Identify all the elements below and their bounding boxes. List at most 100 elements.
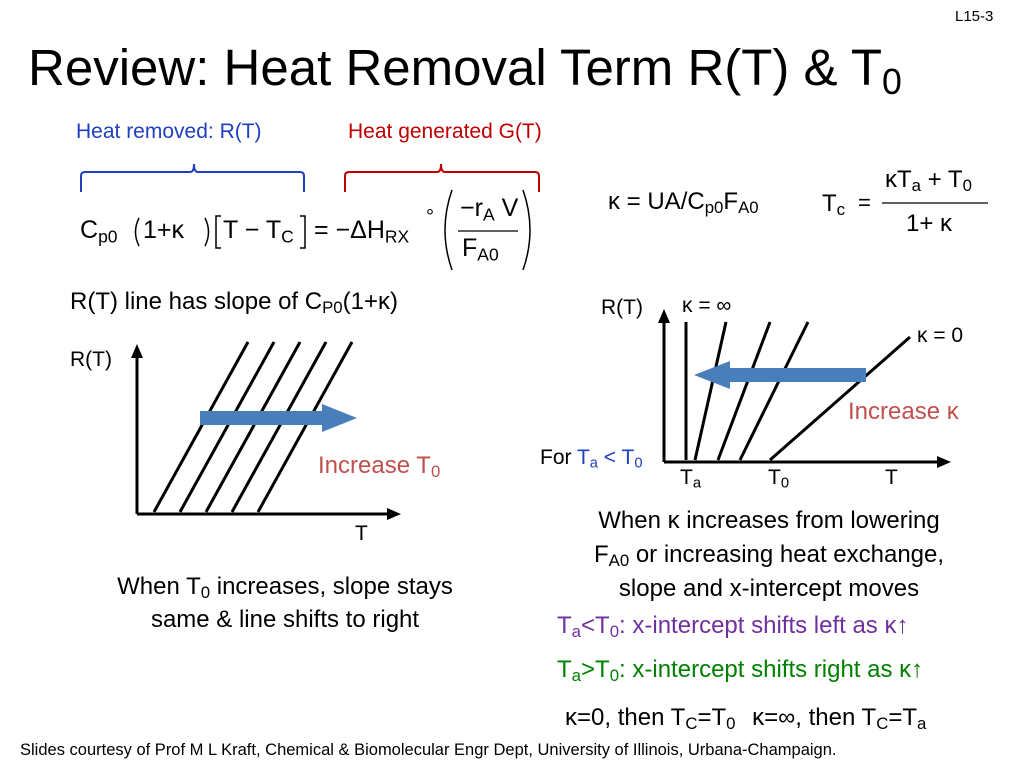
eq-num-main: −r — [460, 194, 483, 222]
tc-lhs-sub: c — [836, 200, 846, 220]
ta-greater-than-t0-note: Ta>T0: x-intercept shifts right as κ↑ — [557, 656, 923, 684]
left-plot-note: When T0 increases, slope stays same & li… — [60, 570, 510, 636]
ta-lt-tail: : x-intercept shifts left as κ↑ — [619, 612, 909, 639]
condition-prefix: For — [540, 446, 577, 469]
limit1-sub-0: 0 — [726, 714, 736, 734]
right-plot-y-label: R(T) — [601, 296, 643, 319]
tc-denominator: 1+ κ — [906, 210, 953, 237]
kappa-def-fa0-main: F — [723, 188, 739, 215]
tick-label-t: T — [885, 466, 898, 489]
eq-t-minus-tc: T − TC — [223, 216, 294, 245]
kappa-def-fa0-sub: A0 — [738, 198, 759, 218]
tick-label-t0: T0 — [768, 466, 789, 492]
eq-paren-right — [204, 217, 210, 247]
left-note-line2: same & line shifts to right — [150, 606, 420, 633]
eq-one-plus-kappa: 1+κ — [143, 216, 185, 244]
left-note-line1-tail: increases, slope stays — [210, 573, 453, 600]
left-plot-lines — [152, 341, 354, 513]
ta-less-than-t0-note: Ta<T0: x-intercept shifts left as κ↑ — [557, 612, 908, 640]
right-plot-condition: For Ta < T0 — [540, 446, 643, 472]
tick-t0-sub: 0 — [780, 475, 789, 492]
right-plot-arrow-label: Increase κ — [848, 398, 959, 425]
heat-removed-brace — [80, 163, 305, 192]
limit1-sub-c: C — [685, 714, 698, 734]
left-caption-sub: P0 — [322, 298, 343, 318]
left-plot-x-arrowhead — [387, 508, 401, 520]
left-line-1 — [152, 341, 250, 513]
limit1-main: κ=0, then T — [565, 704, 686, 731]
left-line-4 — [230, 341, 328, 513]
right-plot-shift-arrow — [694, 361, 866, 389]
left-note-line1-main: When T — [117, 573, 201, 600]
heat-removed-label: Heat removed: R(T) — [76, 120, 262, 143]
eq-cp0-main: C — [80, 216, 99, 244]
eq-t-minus-tc-main: T − T — [223, 216, 282, 244]
left-arrow-label-sub: 0 — [430, 462, 441, 482]
ta-lt-a: a — [571, 622, 582, 642]
left-caption-main: R(T) line has slope of C — [70, 288, 323, 315]
eq-paren-left — [134, 217, 140, 247]
eq-den-main: F — [462, 234, 478, 262]
tick-ta-main: T — [680, 466, 693, 489]
explanation-line2: FA0 or increasing heat exchange, — [524, 538, 1014, 572]
ta-lt-t: T — [557, 612, 572, 639]
limit2-mid: =T — [888, 704, 918, 731]
kappa-definition: κ = UA/Cp0FA0 — [608, 188, 759, 216]
right-plot-lines — [684, 321, 911, 462]
heat-generated-label: Heat generated G(T) — [348, 120, 542, 143]
condition-mid: < T — [597, 446, 635, 469]
right-explanation: When κ increases from lowering FA0 or in… — [524, 504, 1014, 606]
ta-gt-t: T — [557, 656, 572, 683]
left-note-line1: When T0 increases, slope stays — [60, 570, 510, 603]
kappa-def-cp0-sub: p0 — [704, 198, 724, 218]
right-line-4 — [738, 321, 810, 461]
left-plot-arrow-label: Increase T0 — [318, 452, 440, 480]
explanation-line3: slope and x-intercept moves — [618, 575, 920, 602]
tc-num-b: + T — [921, 166, 963, 193]
condition-sub-0: 0 — [634, 455, 643, 472]
left-plot-y-label: R(T) — [70, 348, 112, 371]
kappa-def-cp0-main: C — [687, 188, 705, 215]
explanation-line2-sub: A0 — [608, 551, 630, 571]
tc-num-a: κT — [885, 166, 912, 193]
explanation-line2-main: F — [593, 541, 609, 568]
left-plot-shift-arrow — [200, 404, 357, 432]
right-plot-y-arrowhead — [658, 309, 670, 323]
right-line-2 — [693, 321, 728, 461]
ta-lt-zero: 0 — [609, 622, 620, 642]
left-note-line1-sub: 0 — [200, 583, 211, 603]
kappa-def-lhs: κ = UA — [608, 188, 681, 215]
ta-gt-a: a — [571, 666, 582, 686]
eq-equals-delta-main: = −ΔH — [314, 216, 385, 244]
kappa-def-slash: / — [680, 188, 688, 215]
tick-t0-main: T — [768, 466, 781, 489]
tc-equals: = — [858, 190, 871, 215]
eq-num-tail: V — [494, 194, 519, 222]
eq-denominator: FA0 — [462, 234, 499, 263]
kappa-limits: κ=0, then TC=T0 κ=∞, then TC=Ta — [565, 704, 926, 732]
condition-sub-a: a — [589, 455, 598, 472]
page-title: Review: Heat Removal Term R(T) & T0 — [28, 38, 902, 100]
eq-den-sub: A0 — [477, 244, 499, 265]
ta-gt-zero: 0 — [609, 666, 620, 686]
tc-numerator: κTa + T0 — [885, 166, 972, 194]
eq-bracket-left — [215, 215, 221, 249]
left-line-5 — [256, 341, 354, 513]
tc-lhs-main: T — [822, 190, 837, 217]
heat-generated-brace — [344, 163, 540, 192]
eq-equals-delta-hrx: = −ΔHRX — [314, 216, 409, 245]
limit2-sub-a: a — [917, 714, 927, 734]
ta-gt-tail: : x-intercept shifts right as κ↑ — [619, 656, 924, 683]
tc-num-a-sub: a — [911, 176, 922, 196]
eq-bigparen-left — [444, 189, 453, 271]
right-line-3 — [716, 321, 772, 461]
slide-number: L15-3 — [955, 8, 994, 25]
page-title-sub: 0 — [881, 61, 902, 102]
left-plot-caption: R(T) line has slope of CP0(1+κ) — [70, 288, 398, 316]
page-title-text: Review: Heat Removal Term R(T) & T — [28, 39, 882, 96]
explanation-line2-tail: or increasing heat exchange, — [629, 541, 945, 568]
condition-main: T — [576, 446, 590, 469]
eq-num-sub: A — [482, 204, 495, 225]
ta-lt-mid: <T — [581, 612, 610, 639]
left-caption-tail: (1+κ) — [342, 288, 398, 315]
